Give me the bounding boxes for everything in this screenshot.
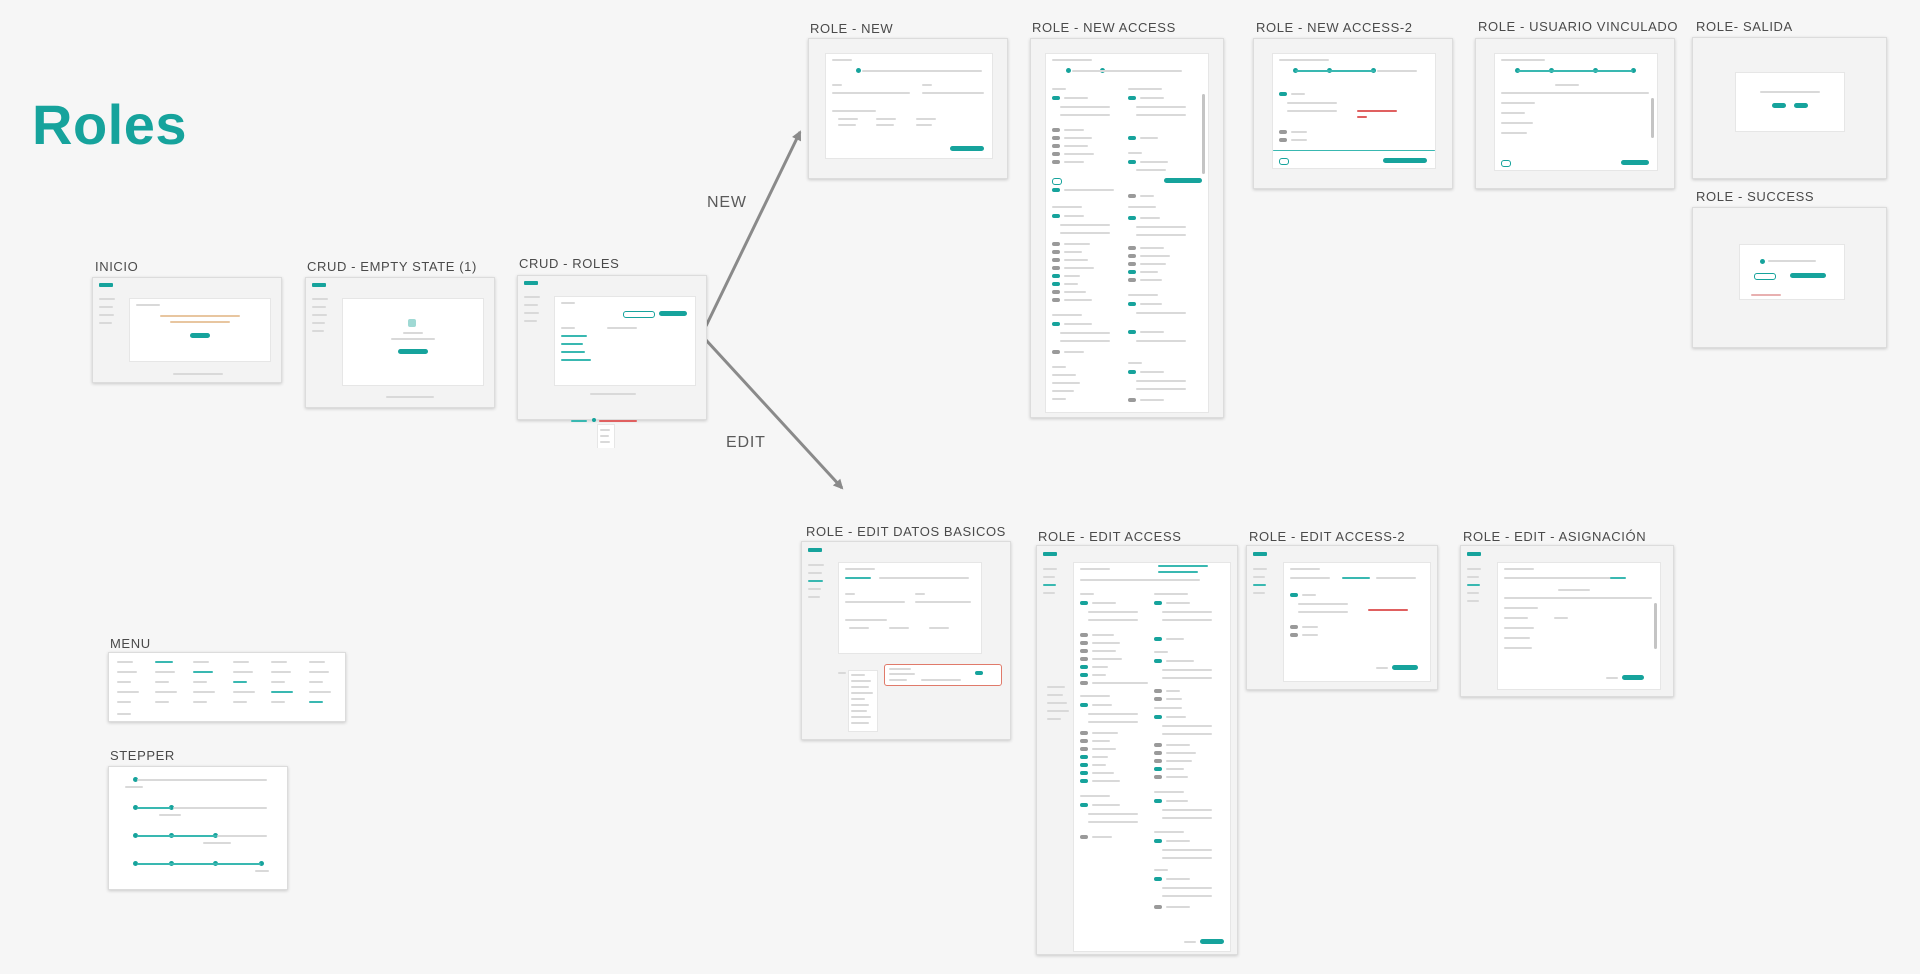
frame-crud-roles[interactable] <box>517 275 707 420</box>
frame-stepper[interactable] <box>108 766 288 890</box>
frame-label-role-edit-datos-basicos: ROLE - EDIT DATOS BASICOS <box>806 524 1006 539</box>
frame-role-new-access-2[interactable] <box>1253 38 1453 189</box>
new-role-dialog <box>825 53 993 159</box>
frame-role-edit-datos-basicos[interactable] <box>801 541 1011 740</box>
frame-label-crud-roles: CRUD - ROLES <box>519 256 620 271</box>
logo <box>99 283 113 287</box>
empty-state-icon <box>408 319 416 327</box>
frame-crud-empty-state[interactable] <box>305 277 495 408</box>
frame-label-stepper: STEPPER <box>110 748 175 763</box>
frame-label-role-success: ROLE - SUCCESS <box>1696 189 1815 204</box>
frame-label-menu: MENU <box>110 636 151 651</box>
frame-label-role-usuario-vinculado: ROLE - USUARIO VINCULADO <box>1478 19 1679 34</box>
exit-confirm-dialog <box>1735 72 1845 132</box>
frame-label-role-new: ROLE - NEW <box>810 21 894 36</box>
welcome-card <box>129 298 271 362</box>
frame-label-role-new-access-2: ROLE - NEW ACCESS-2 <box>1256 20 1413 35</box>
page-title: Roles <box>32 93 187 156</box>
frame-role-success[interactable] <box>1692 207 1887 348</box>
new-access-dialog <box>1045 53 1209 413</box>
frame-inicio[interactable] <box>92 277 282 383</box>
frame-role-salida[interactable] <box>1692 37 1887 179</box>
frame-role-new[interactable] <box>808 38 1008 179</box>
frame-role-edit-access-2[interactable] <box>1246 545 1438 690</box>
frame-role-edit-access[interactable] <box>1036 545 1238 955</box>
new-access-2-dialog <box>1272 53 1436 169</box>
flow-arrow-edit <box>704 338 844 490</box>
validation-error-box <box>884 664 1002 686</box>
roles-table-card <box>554 296 696 386</box>
frame-role-edit-asignacion[interactable] <box>1460 545 1674 697</box>
frame-label-role-new-access: ROLE - NEW ACCESS <box>1032 20 1176 35</box>
edit-assignment-card <box>1497 562 1661 690</box>
frame-label-role-edit-asignacion: ROLE - EDIT - ASIGNACIÓN <box>1463 529 1647 544</box>
frame-menu[interactable] <box>108 652 346 722</box>
edit-basic-data-card <box>838 562 982 654</box>
frame-role-usuario-vinculado[interactable] <box>1475 38 1675 189</box>
edit-access-2-card <box>1283 562 1431 682</box>
usuario-vinculado-dialog <box>1494 53 1658 171</box>
flow-arrow-new <box>704 130 802 327</box>
frame-label-inicio: INICIO <box>95 259 139 274</box>
frame-label-crud-empty: CRUD - EMPTY STATE (1) <box>307 259 477 274</box>
success-dialog <box>1739 244 1845 300</box>
crud-roles-dropdown-overlay[interactable] <box>569 418 641 448</box>
arrow-label-edit: EDIT <box>726 434 766 451</box>
frame-label-role-edit-access: ROLE - EDIT ACCESS <box>1038 529 1182 544</box>
frame-role-new-access[interactable] <box>1030 38 1224 418</box>
edit-access-card <box>1073 562 1231 952</box>
empty-state-card <box>342 298 484 386</box>
arrow-label-new: NEW <box>707 194 747 211</box>
frame-label-role-salida: ROLE- SALIDA <box>1696 19 1793 34</box>
frame-label-role-edit-access-2: ROLE - EDIT ACCESS-2 <box>1249 529 1406 544</box>
